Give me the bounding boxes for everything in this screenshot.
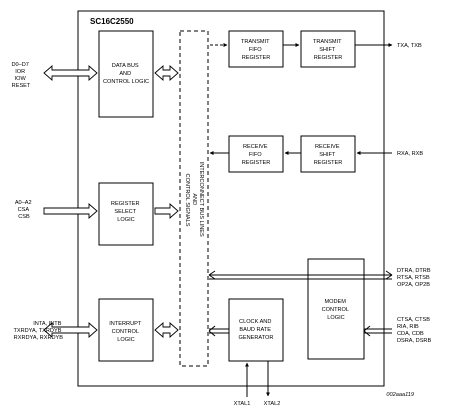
signal-d0-d7: D0–D7 [12,62,29,68]
signal-ri: RIA, RIB [397,324,419,330]
interconnect-label: INTERCONNECT BUS LINES AND CONTROL SIGNA… [184,162,204,239]
bus-arrow-data-bus [43,65,98,81]
bus-arrow-register-select-in [43,203,98,219]
clock-baud-block [228,298,284,362]
receive-fifo-label: RECEIVE FIFO REGISTER [242,144,271,166]
bus-modem-out [208,270,393,280]
signal-reset: RESET [12,83,31,89]
register-select-line-1: REGISTER [111,201,140,207]
bus-arrow-interrupt [43,322,98,338]
interconnect-bus-box [179,30,209,367]
signal-data-bus: D0–D7 IOR IOW RESET [12,62,31,89]
signal-csb: CSB [18,214,30,220]
signal-csa: CSA [18,207,30,213]
tx-shift-line-3: REGISTER [314,55,343,61]
modem-control-block [307,258,365,360]
transmit-shift-label: TRANSMIT SHIFT REGISTER [313,39,343,61]
signal-register-select: A0–A2 CSA CSB [15,200,33,220]
data-bus-line-1: DATA BUS [112,63,139,69]
rx-fifo-line-2: FIFO [249,152,262,158]
interconnect-line-3: CONTROL SIGNALS [184,174,190,227]
modem-control-label: MODEM CONTROL LOGIC [322,299,351,321]
signal-op2: OP2A, OP2B [397,282,430,288]
data-bus-block [98,30,154,118]
clock-line-2: BAUD RATE [239,327,271,333]
data-bus-label: DATA BUS AND CONTROL LOGIC [103,63,149,85]
signal-iow: IOW [15,76,27,82]
interrupt-line-3: LOGIC [117,337,134,343]
modem-line-1: MODEM [324,299,346,305]
modem-line-3: LOGIC [327,315,344,321]
signal-ior: IOR [15,69,25,75]
register-select-block [98,182,154,246]
register-select-line-3: LOGIC [117,217,134,223]
clock-line-3: GENERATOR [239,335,274,341]
interrupt-control-block [98,298,154,362]
tx-fifo-line-1: TRANSMIT [241,39,270,45]
interrupt-control-label: INTERRUPT CONTROL LOGIC [109,321,142,343]
receive-fifo-block [228,135,284,173]
signal-rts: RTSA, RTSB [397,275,430,281]
signal-xtal2: XTAL2 [264,401,281,407]
bus-modem-in [363,325,392,337]
tx-shift-line-2: SHIFT [319,47,336,53]
signal-dsr: DSRA, DSRB [397,338,431,344]
tx-shift-line-1: TRANSMIT [313,39,342,45]
tx-fifo-line-3: REGISTER [242,55,271,61]
register-select-line-2: SELECT [114,209,136,215]
chip-title: SC16C2550 [90,17,134,26]
bus-clock-to-interconnect [208,325,229,337]
interrupt-line-2: CONTROL [112,329,139,335]
signal-interrupt: INTA, INTB TXRDYA, TXRDYB RXRDYA, RXRDYB [13,321,63,341]
signal-int: INTA, INTB [33,321,61,327]
transmit-fifo-label: TRANSMIT FIFO REGISTER [241,39,271,61]
tx-fifo-line-2: FIFO [249,47,262,53]
signal-rx-in: RXA, RXB [397,151,423,157]
bus-arrow-interrupt-to-interconnect [154,322,179,338]
data-bus-line-2: AND [119,71,131,77]
bus-arrow-data-to-interconnect [154,65,179,81]
rx-fifo-line-3: REGISTER [242,160,271,166]
signal-modem-in: CTSA, CTSB RIA, RIB CDA, CDB DSRA, DSRB [397,317,432,344]
signal-cts: CTSA, CTSB [397,317,430,323]
clock-line-1: CLOCK AND [239,319,271,325]
rx-shift-line-2: SHIFT [319,152,336,158]
interconnect-line-1: INTERCONNECT BUS LINES [198,162,204,237]
bus-arrow-register-select-to-interconnect [154,203,179,219]
register-select-label: REGISTER SELECT LOGIC [111,201,141,223]
modem-line-2: CONTROL [322,307,349,313]
signal-cd: CDA, CDB [397,331,424,337]
transmit-shift-block [300,30,356,68]
signal-tx-out: TXA, TXB [397,43,422,49]
clock-baud-label: CLOCK AND BAUD RATE GENERATOR [239,319,274,341]
rx-shift-line-3: REGISTER [314,160,343,166]
rx-fifo-line-1: RECEIVE [243,144,268,150]
signal-rxrdy: RXRDYA, RXRDYB [14,335,64,341]
interrupt-line-1: INTERRUPT [109,321,142,327]
rx-shift-line-1: RECEIVE [315,144,340,150]
signal-a0-a2: A0–A2 [15,200,32,206]
receive-shift-label: RECEIVE SHIFT REGISTER [314,144,343,166]
receive-shift-block [300,135,356,173]
signal-xtal1: XTAL1 [234,401,251,407]
signal-dtr: DTRA, DTRB [397,268,431,274]
signal-txrdy: TXRDYA, TXRDYB [13,328,61,334]
data-bus-line-3: CONTROL LOGIC [103,79,149,85]
signal-modem-out: DTRA, DTRB RTSA, RTSB OP2A, OP2B [397,268,432,288]
transmit-fifo-block [228,30,284,68]
interconnect-line-2: AND [191,193,197,205]
figure-id: 002aaa119 [386,392,414,398]
